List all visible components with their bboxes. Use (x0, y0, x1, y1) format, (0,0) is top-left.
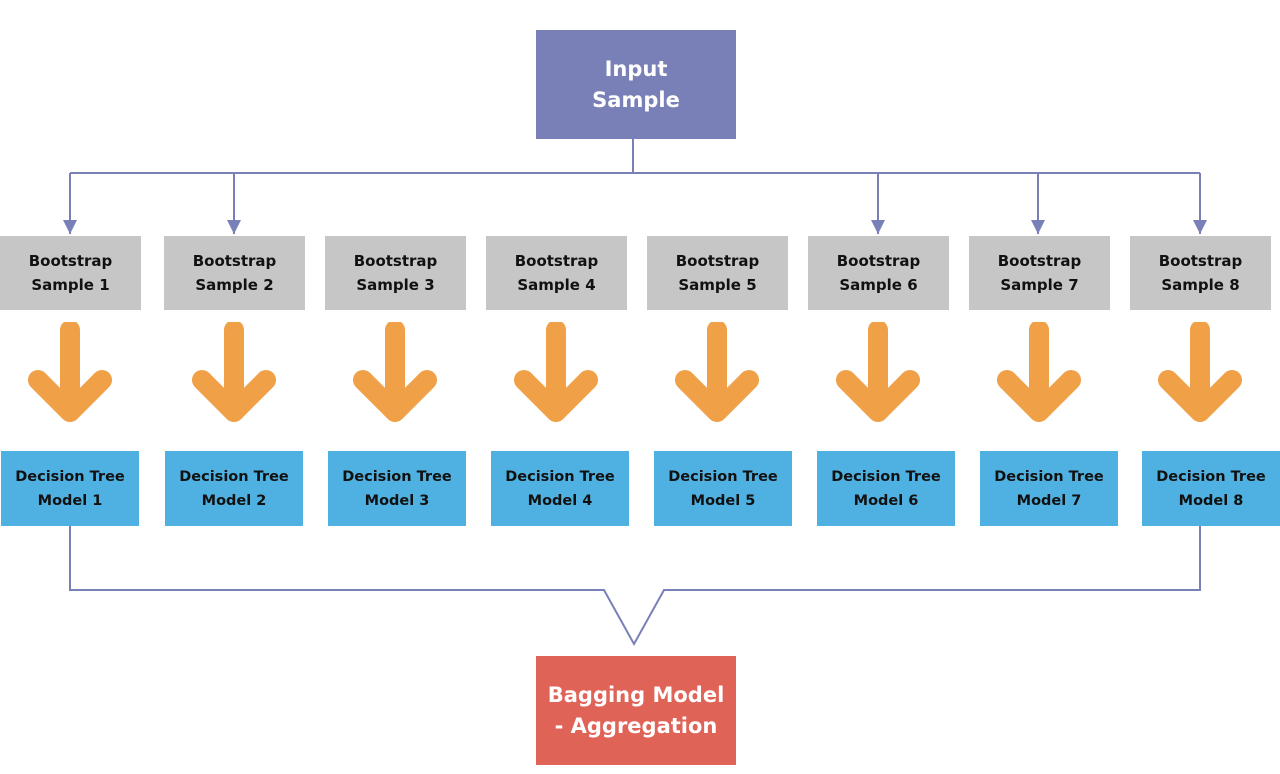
bootstrap-label-line2: Sample 1 (31, 276, 110, 294)
decision-tree-model-2-box: Decision Tree Model 2 (165, 451, 303, 526)
down-arrow-icon (28, 322, 112, 422)
model-label-line1: Decision Tree (179, 468, 289, 485)
bagging-model-aggregation-box: Bagging Model - Aggregation (536, 656, 736, 765)
decision-tree-model-1-box: Decision Tree Model 1 (1, 451, 139, 526)
model-label-line1: Decision Tree (831, 468, 941, 485)
bagging-model-label-line2: - Aggregation (554, 713, 718, 738)
model-label-line2: Model 2 (201, 492, 267, 509)
model-label-line1: Decision Tree (1156, 468, 1266, 485)
bagging-model-label-line1: Bagging Model (547, 682, 725, 707)
model-label-line2: Model 3 (364, 492, 430, 509)
input-sample-label-line2: Sample (592, 87, 680, 112)
bootstrap-label-line1: Bootstrap (192, 252, 277, 270)
model-label-line2: Model 5 (690, 492, 756, 509)
down-arrow-icon (836, 322, 920, 422)
bootstrap-sample-4-box: Bootstrap Sample 4 (486, 236, 627, 310)
model-label-line1: Decision Tree (994, 468, 1104, 485)
model-label-line2: Model 8 (1178, 492, 1244, 509)
bootstrap-label-line2: Sample 3 (356, 276, 435, 294)
bootstrap-label-line1: Bootstrap (675, 252, 760, 270)
down-arrow-icon (353, 322, 437, 422)
model-label-line2: Model 1 (37, 492, 103, 509)
down-arrow-icon (675, 322, 759, 422)
model-label-line1: Decision Tree (342, 468, 452, 485)
down-arrow-icon (514, 322, 598, 422)
bootstrap-label-line1: Bootstrap (997, 252, 1082, 270)
model-label-line1: Decision Tree (668, 468, 778, 485)
aggregation-bracket-line (69, 526, 1201, 647)
bootstrap-label-line2: Sample 8 (1161, 276, 1240, 294)
bootstrap-label-line1: Bootstrap (1158, 252, 1243, 270)
bootstrap-sample-3-box: Bootstrap Sample 3 (325, 236, 466, 310)
input-sample-box: Input Sample (536, 30, 736, 139)
decision-tree-model-5-box: Decision Tree Model 5 (654, 451, 792, 526)
bootstrap-label-line1: Bootstrap (353, 252, 438, 270)
bootstrap-sample-7-box: Bootstrap Sample 7 (969, 236, 1110, 310)
down-arrow-icon (1158, 322, 1242, 422)
bootstrap-label-line1: Bootstrap (836, 252, 921, 270)
down-arrow-icon (192, 322, 276, 422)
model-label-line2: Model 6 (853, 492, 919, 509)
bootstrap-label-line2: Sample 4 (517, 276, 596, 294)
bootstrap-label-line1: Bootstrap (28, 252, 113, 270)
model-label-line2: Model 4 (527, 492, 593, 509)
bootstrap-label-line2: Sample 2 (195, 276, 274, 294)
bootstrap-sample-5-box: Bootstrap Sample 5 (647, 236, 788, 310)
decision-tree-model-4-box: Decision Tree Model 4 (491, 451, 629, 526)
bootstrap-sample-1-box: Bootstrap Sample 1 (0, 236, 141, 310)
bootstrap-label-line2: Sample 6 (839, 276, 918, 294)
decision-tree-model-7-box: Decision Tree Model 7 (980, 451, 1118, 526)
bootstrap-label-line1: Bootstrap (514, 252, 599, 270)
model-label-line1: Decision Tree (15, 468, 125, 485)
model-label-line2: Model 7 (1016, 492, 1082, 509)
input-sample-label-line1: Input (604, 56, 668, 81)
bootstrap-sample-6-box: Bootstrap Sample 6 (808, 236, 949, 310)
bootstrap-sample-8-box: Bootstrap Sample 8 (1130, 236, 1271, 310)
decision-tree-model-6-box: Decision Tree Model 6 (817, 451, 955, 526)
decision-tree-model-3-box: Decision Tree Model 3 (328, 451, 466, 526)
down-arrow-icon (997, 322, 1081, 422)
bootstrap-label-line2: Sample 7 (1000, 276, 1079, 294)
bootstrap-sample-2-box: Bootstrap Sample 2 (164, 236, 305, 310)
bootstrap-label-line2: Sample 5 (678, 276, 757, 294)
model-label-line1: Decision Tree (505, 468, 615, 485)
decision-tree-model-8-box: Decision Tree Model 8 (1142, 451, 1280, 526)
